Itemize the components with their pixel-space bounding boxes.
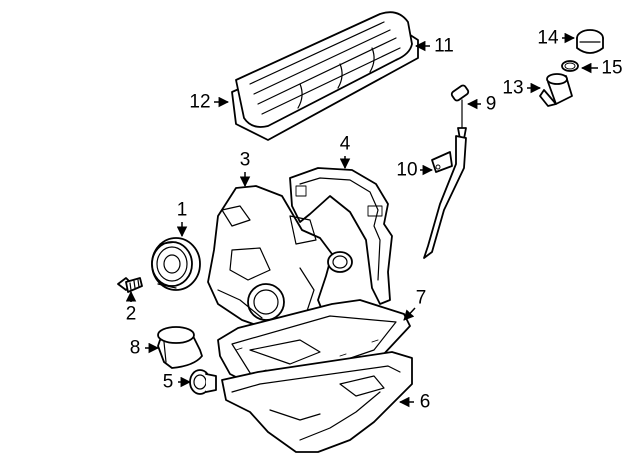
callout-number-15: 15 <box>601 58 622 79</box>
callout-number-4: 4 <box>340 134 351 155</box>
callout-1: 1 <box>177 200 188 238</box>
callout-number-13: 13 <box>502 78 523 99</box>
callout-12: 12 <box>189 92 230 113</box>
callout-number-6: 6 <box>420 392 431 413</box>
callout-3: 3 <box>240 150 251 188</box>
callout-14: 14 <box>537 28 576 49</box>
callout-number-7: 7 <box>416 288 427 309</box>
callout-13: 13 <box>502 78 542 99</box>
oil-pan-part <box>221 351 413 453</box>
valve-cover-part <box>235 11 413 128</box>
callout-5: 5 <box>163 372 192 393</box>
callout-8: 8 <box>130 338 160 359</box>
callout-11: 11 <box>414 36 454 57</box>
callout-number-11: 11 <box>434 36 454 57</box>
callout-2: 2 <box>126 290 137 325</box>
callout-number-14: 14 <box>537 28 559 49</box>
callout-number-8: 8 <box>130 338 141 359</box>
callout-10: 10 <box>396 160 434 181</box>
callout-number-12: 12 <box>189 92 210 113</box>
callout-number-5: 5 <box>163 372 174 393</box>
leader-line-7 <box>403 307 416 321</box>
oil-filler-cap-part <box>576 29 604 54</box>
dipstick-tube-part <box>423 135 467 259</box>
callout-number-2: 2 <box>126 304 137 325</box>
oil-filter-part <box>157 326 203 369</box>
filler-cap-seal-part <box>561 60 579 72</box>
callout-number-1: 1 <box>177 200 188 221</box>
callout-number-9: 9 <box>486 94 497 115</box>
oil-filler-tube-part <box>539 73 573 107</box>
callout-9: 9 <box>466 94 497 115</box>
callout-15: 15 <box>580 58 623 79</box>
callout-number-10: 10 <box>396 160 417 181</box>
front-cover-gasket-part <box>289 167 393 305</box>
callout-7: 7 <box>403 288 427 321</box>
pulley-bolt-part <box>117 277 143 293</box>
drain-plug-part <box>189 369 217 395</box>
callout-4: 4 <box>340 134 351 170</box>
crank-pulley-part <box>151 237 201 291</box>
callout-number-3: 3 <box>240 150 251 171</box>
callout-6: 6 <box>398 392 431 413</box>
